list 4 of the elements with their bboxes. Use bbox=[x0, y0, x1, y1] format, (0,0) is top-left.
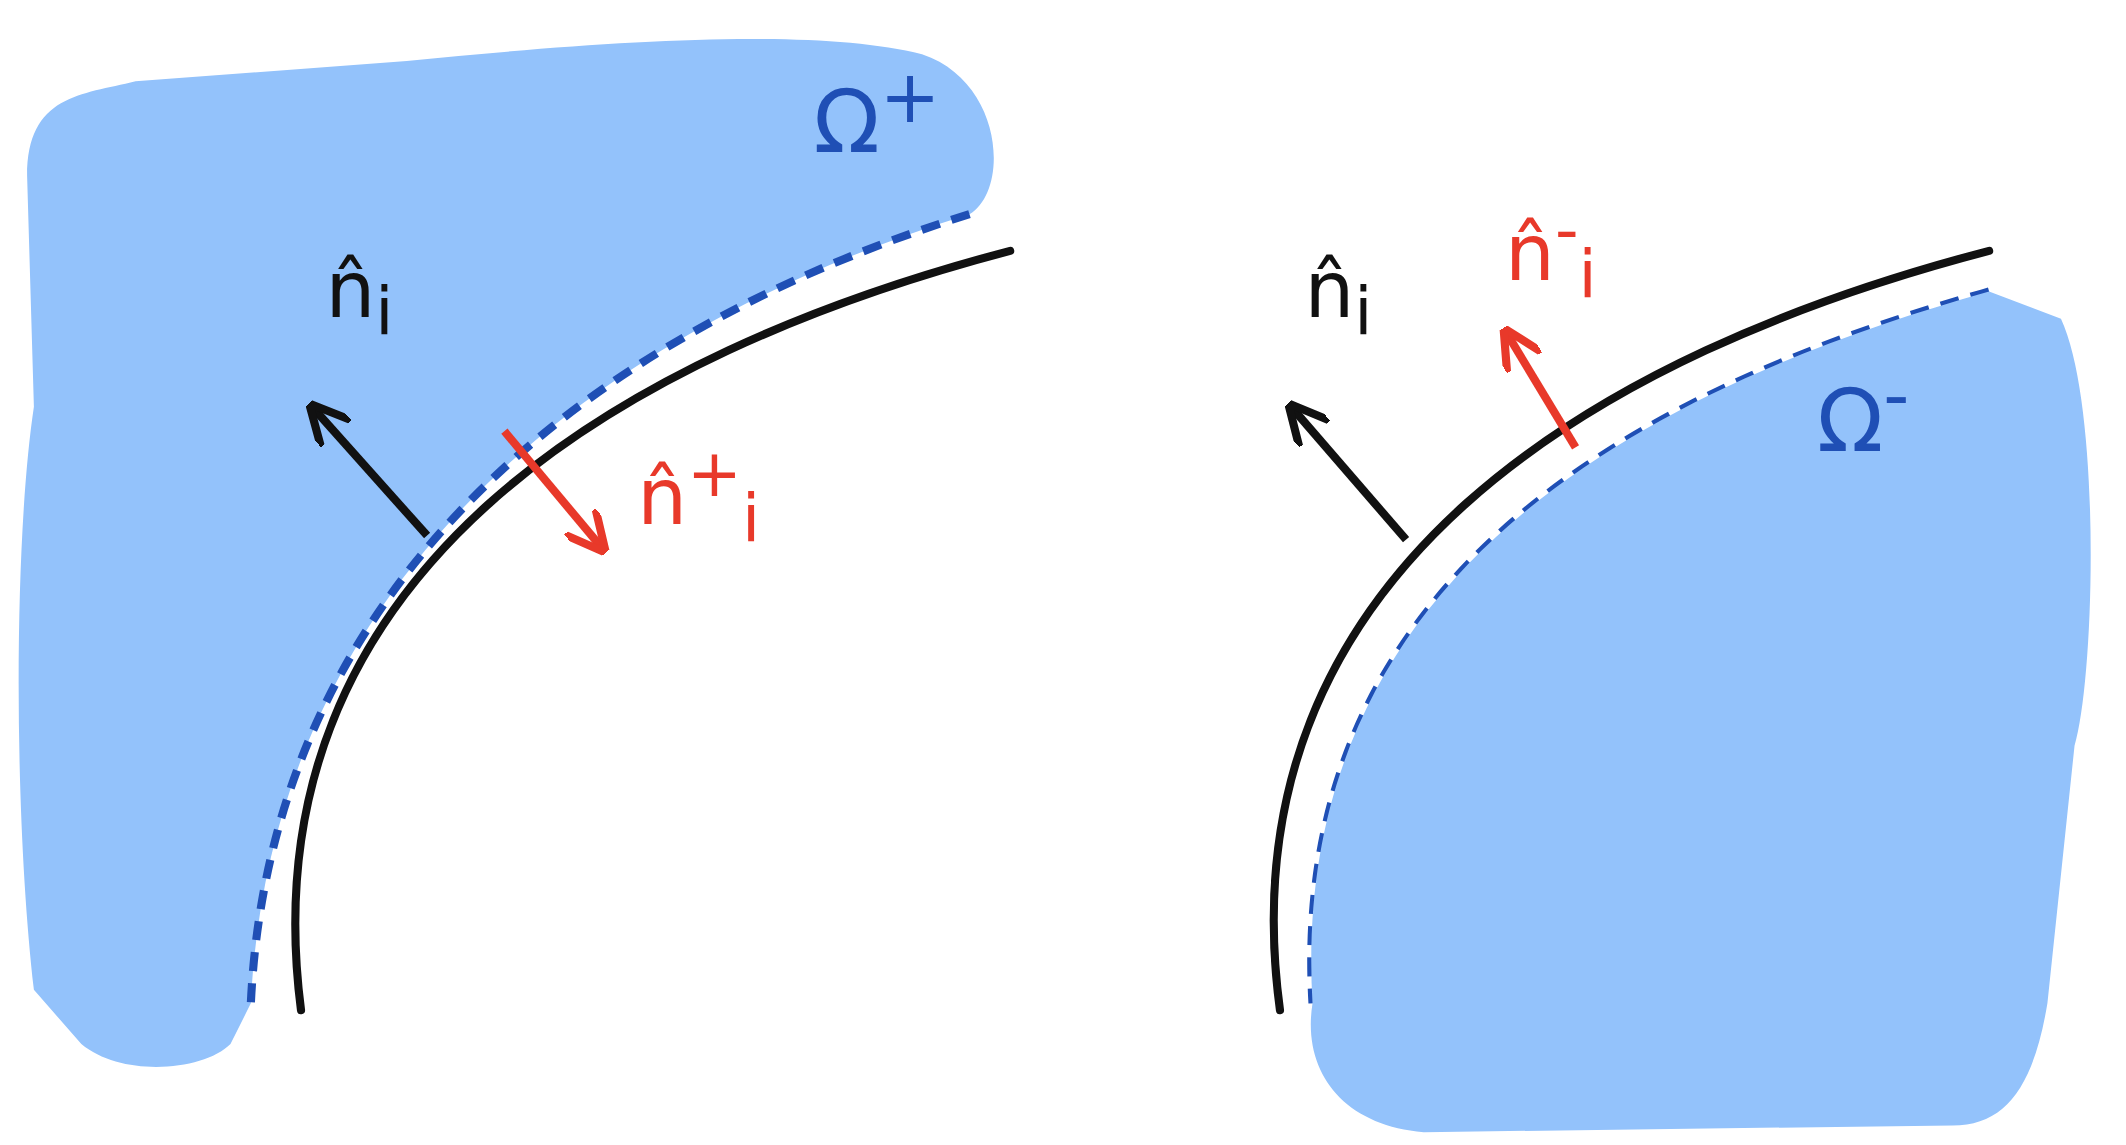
vector-label: n̂$_{i}$ bbox=[325, 250, 394, 345]
region-label: Ω$^{+}$ bbox=[813, 61, 941, 166]
vector-label: n̂$_{i}$ bbox=[1304, 250, 1373, 345]
region-label: Ω$^{-}$ bbox=[1816, 359, 1910, 465]
